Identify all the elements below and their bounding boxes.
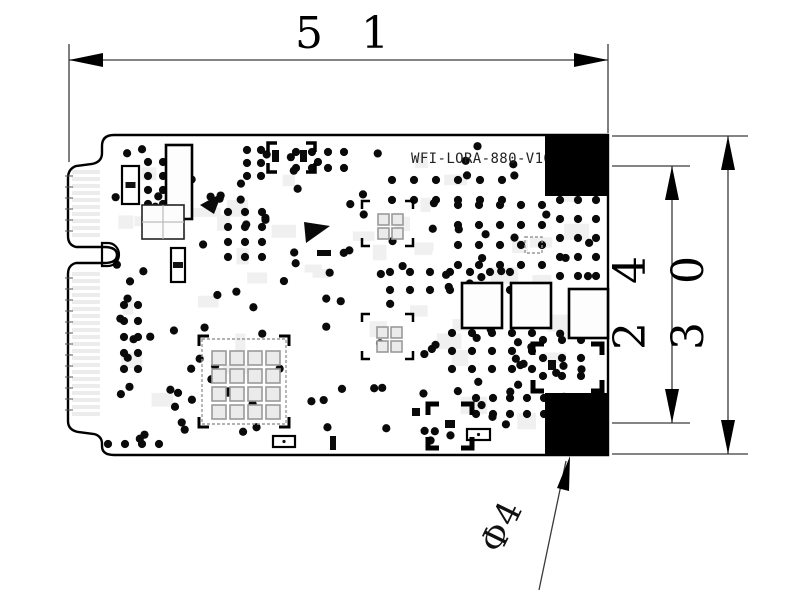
dim-label-height: 3 0 — [663, 244, 714, 350]
arrow-height-top — [721, 136, 735, 170]
mounting-pads — [545, 135, 608, 455]
dim-label-hole-diameter: Φ4 — [472, 493, 531, 559]
dim-label-hole-spacing: 2 4 — [605, 244, 656, 350]
arrow-height-bottom — [721, 420, 735, 454]
arrow-spacing-bottom — [665, 389, 679, 423]
arrow-width-left — [69, 53, 103, 67]
dim-label-width: 5 1 — [295, 8, 401, 59]
finger-separator-ticks — [65, 175, 73, 411]
dimension-arrowheads — [69, 53, 735, 491]
board-silkscreen-text: WFI-LORA-880-V10 — [411, 151, 552, 167]
edge-connector-fingers — [72, 170, 100, 416]
arrow-width-right — [574, 53, 608, 67]
arrow-spacing-top — [665, 166, 679, 200]
arrow-hole-dia — [557, 456, 570, 491]
component-outlines — [100, 141, 610, 451]
board-outline — [66, 133, 610, 457]
